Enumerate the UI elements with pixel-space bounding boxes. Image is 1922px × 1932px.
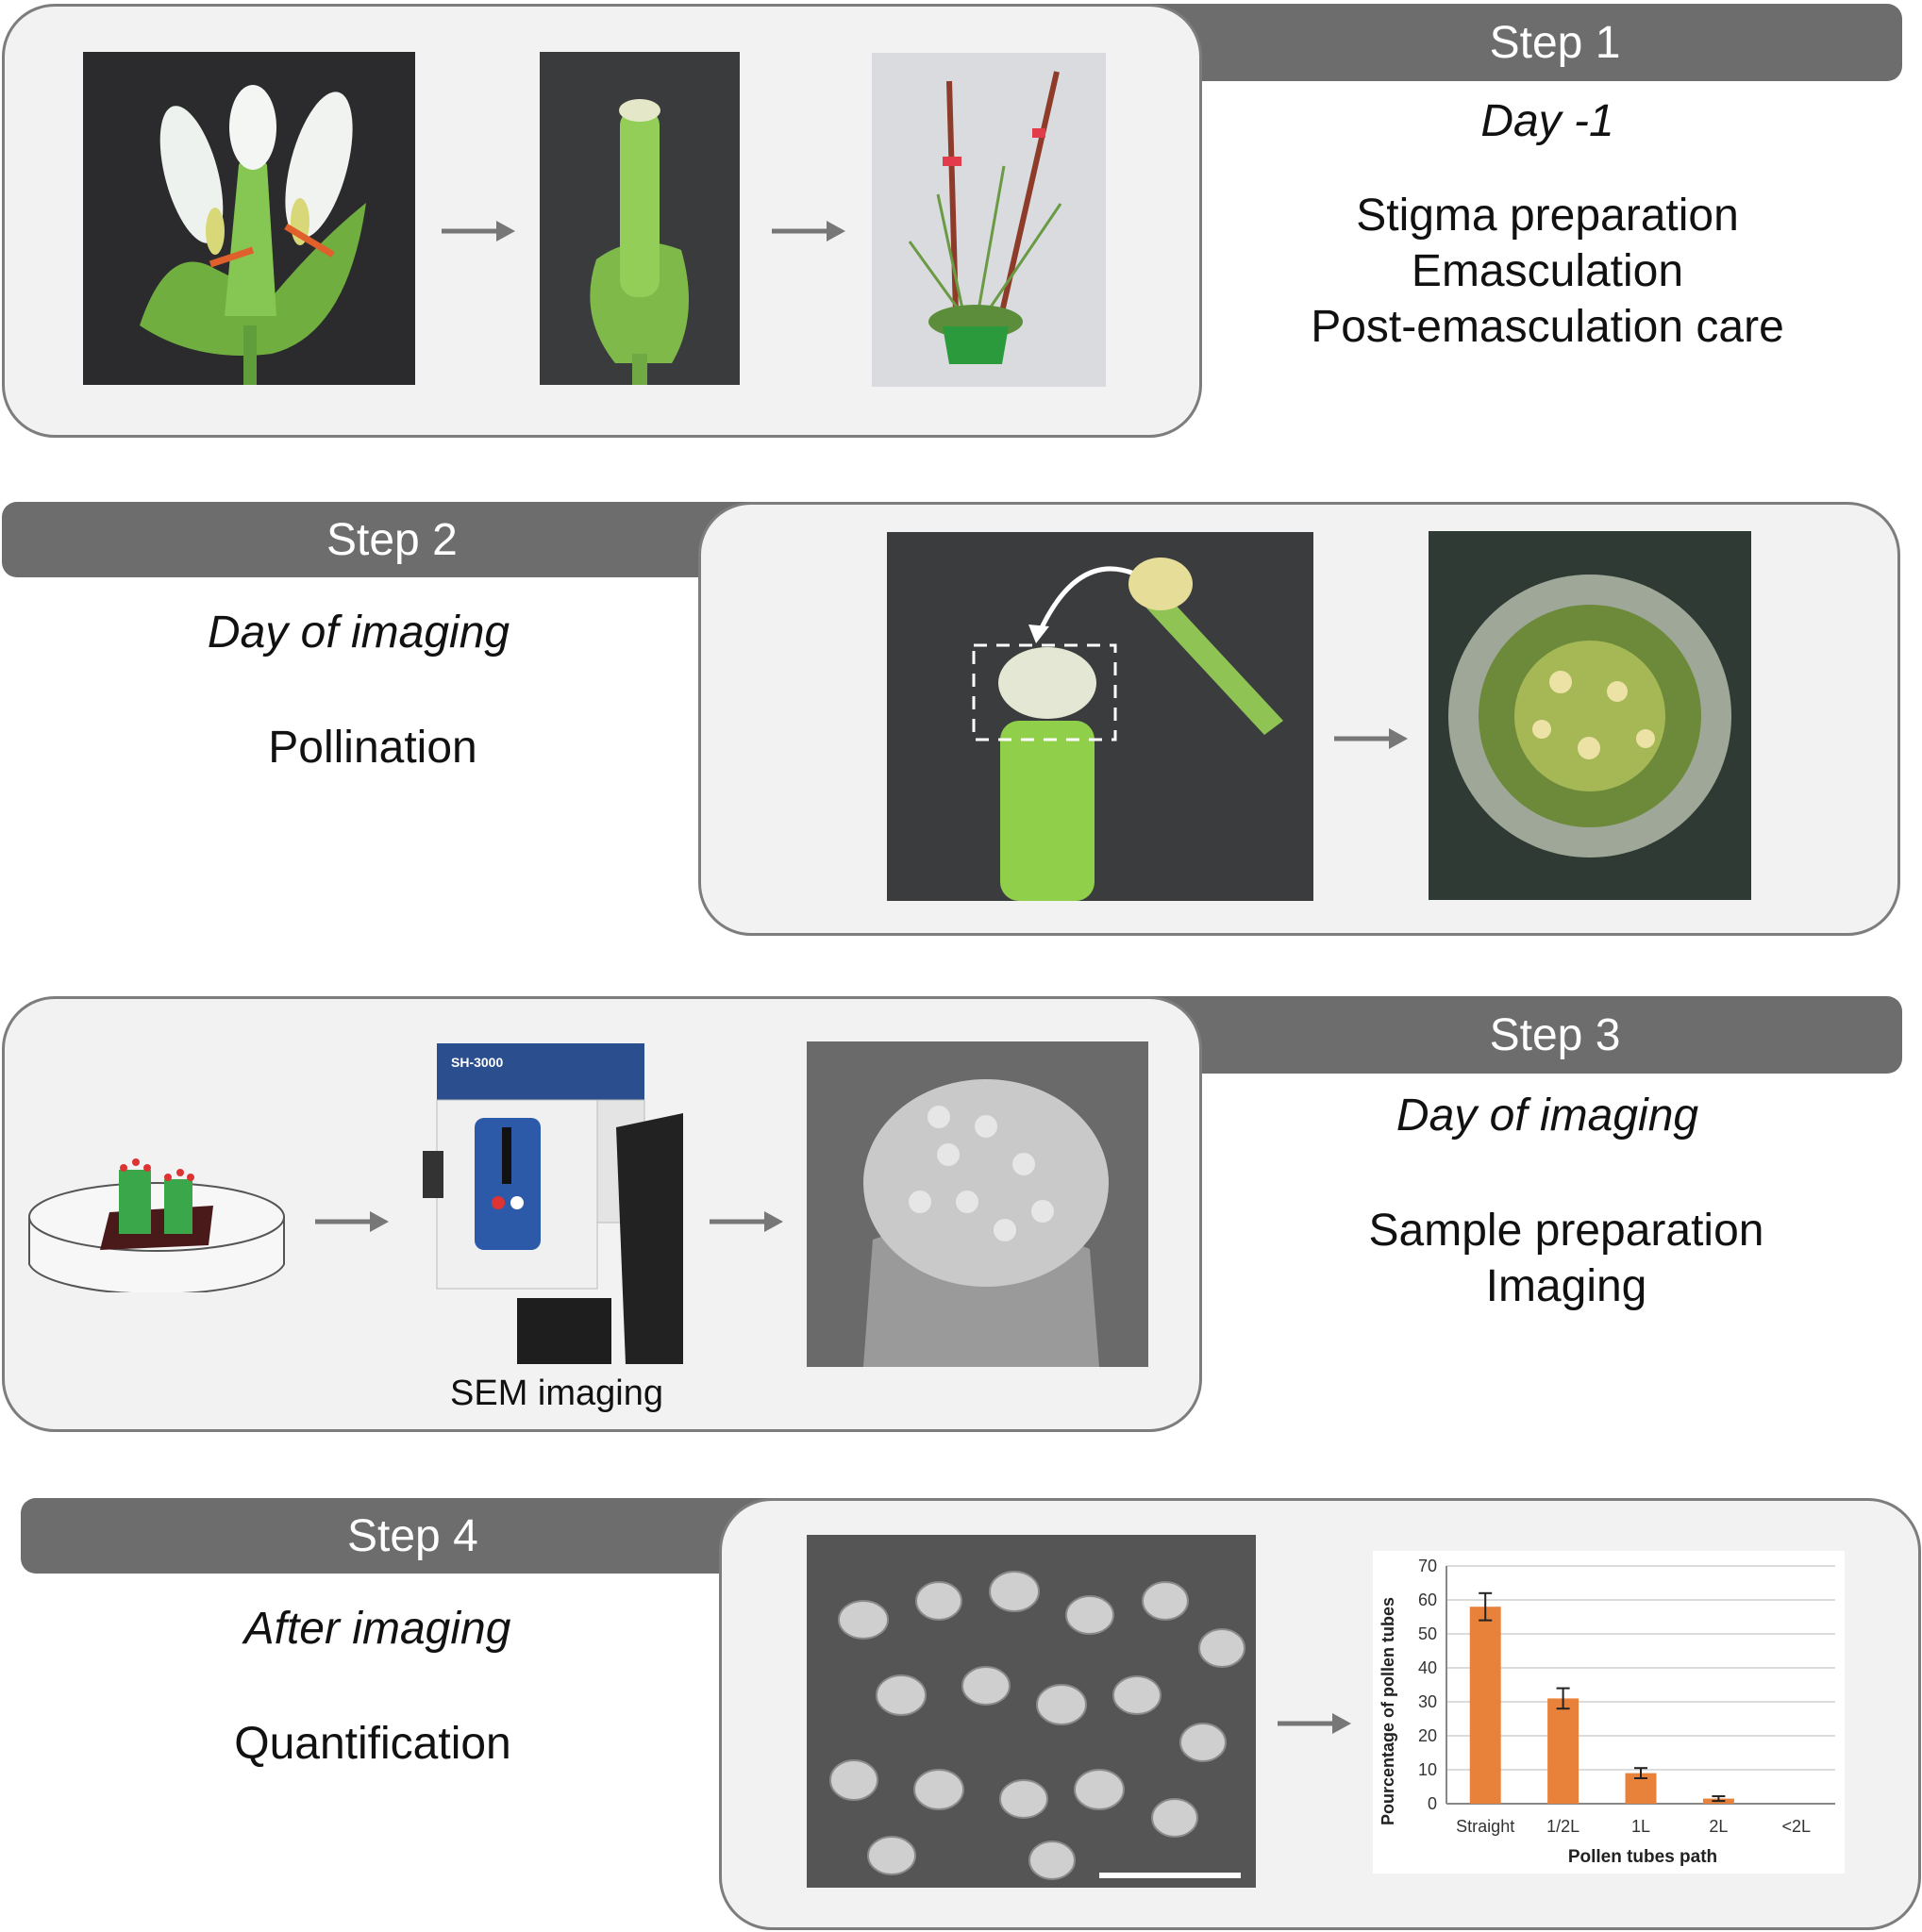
chart-svg: 0 10 20 30 40 50 60 70 Straight 1/2L 1L 2L <2L Poll…	[1379, 1557, 1835, 1867]
arrow-icon	[442, 221, 515, 242]
step1-line-2: Emasculation	[1411, 246, 1684, 296]
pollination-illustration	[887, 532, 1313, 901]
step2-header-bar: Step 2	[2, 502, 776, 577]
sem-instrument-illustration	[423, 1043, 683, 1364]
chart-bar-0	[1469, 1607, 1501, 1804]
chart-error-bar-0	[1479, 1591, 1493, 1622]
step3-line-1: Sample preparation	[1368, 1206, 1764, 1256]
chart-x-axis-label: Pollen tubes path	[1568, 1847, 1717, 1867]
step2-line-1: Pollination	[268, 723, 477, 773]
pollen-tube-chart: 0 10 20 30 40 50 60 70 Straight 1/2L 1L 2L <2L Poll…	[1373, 1551, 1845, 1874]
step1-line-3: Post-emasculation care	[1311, 302, 1784, 352]
chart-x-tick-label: 2L	[1709, 1817, 1728, 1836]
emasculated-pistil-photo	[540, 52, 740, 385]
sem-instrument-photo: SH-3000	[423, 1038, 683, 1364]
chart-y-tick-label: 40	[1418, 1658, 1437, 1677]
chart-y-tick-label: 0	[1428, 1794, 1437, 1813]
sem-imaging-label: SEM imaging	[450, 1374, 663, 1413]
chart-error-bar-1	[1556, 1687, 1570, 1710]
step4-day: After imaging	[243, 1604, 511, 1654]
pollinated-stigma-photo	[1429, 531, 1751, 900]
sem-stigma-photo	[807, 1041, 1148, 1367]
arrow-icon	[1334, 728, 1408, 749]
sem-model-label: SH-3000	[451, 1055, 504, 1070]
sample-stub-illustration	[28, 1158, 285, 1292]
potted-plant-photo	[872, 53, 1106, 387]
chart-y-tick-label: 20	[1418, 1726, 1437, 1745]
flower-photo	[83, 52, 415, 385]
chart-bar-1	[1547, 1698, 1579, 1804]
chart-y-tick-label: 10	[1418, 1760, 1437, 1779]
step3-header-bar: Step 3	[1132, 996, 1902, 1074]
step2-title: Step 2	[326, 514, 458, 565]
arrow-icon	[772, 221, 845, 242]
step3-line-2: Imaging	[1485, 1261, 1647, 1311]
chart-y-tick-label: 30	[1418, 1692, 1437, 1711]
step2-day: Day of imaging	[207, 608, 510, 658]
arrow-icon	[315, 1211, 389, 1232]
step4-header-bar: Step 4	[21, 1498, 794, 1574]
step1-line-1: Stigma preparation	[1356, 191, 1739, 241]
sem-pollen-closeup-photo	[807, 1535, 1256, 1888]
chart-error-bar-3	[1712, 1795, 1726, 1803]
step4-title: Step 4	[347, 1510, 478, 1561]
chart-x-tick-label: 1/2L	[1546, 1817, 1579, 1836]
chart-x-tick-label: 1L	[1631, 1817, 1650, 1836]
sem-pollen-illustration	[807, 1535, 1256, 1888]
arrow-icon	[710, 1211, 783, 1232]
chart-y-tick-label: 70	[1418, 1557, 1437, 1575]
step1-day: Day -1	[1480, 96, 1614, 146]
step3-title: Step 3	[1489, 1009, 1621, 1060]
chart-y-tick-label: 60	[1418, 1591, 1437, 1609]
arrow-icon	[1278, 1713, 1351, 1734]
chart-y-axis-label: Pourcentage of pollen tubes	[1379, 1597, 1397, 1825]
plant-illustration	[872, 53, 1106, 387]
step3-day: Day of imaging	[1396, 1091, 1699, 1141]
flower-illustration	[83, 52, 415, 385]
chart-x-tick-label: <2L	[1782, 1817, 1812, 1836]
step4-line-1: Quantification	[234, 1719, 511, 1769]
step1-header-bar: Step 1	[1132, 4, 1902, 81]
sem-stigma-illustration	[807, 1041, 1148, 1367]
pistil-illustration	[540, 52, 740, 385]
step1-title: Step 1	[1489, 17, 1621, 68]
chart-x-tick-label: Straight	[1456, 1817, 1514, 1836]
pollination-photo	[887, 532, 1313, 901]
chart-y-tick-label: 50	[1418, 1624, 1437, 1643]
stigma-closeup-illustration	[1429, 531, 1751, 900]
chart-error-bar-2	[1634, 1767, 1647, 1779]
